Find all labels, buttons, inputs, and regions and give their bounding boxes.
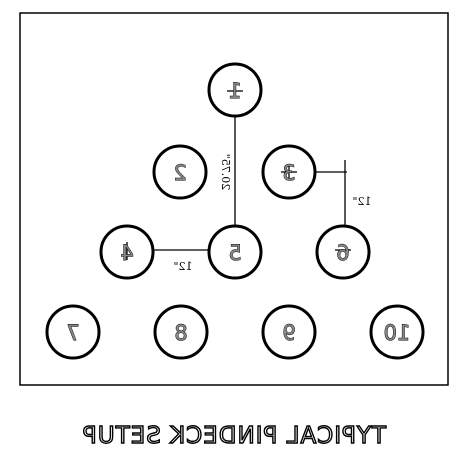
pin-3-number: 3	[282, 161, 295, 185]
pin-2-number: 2	[173, 161, 186, 185]
pin-5-circle	[207, 224, 263, 280]
pin-8-number: 8	[174, 321, 187, 345]
dimension-label-3-to-6: 12"	[352, 195, 371, 208]
dimension-label-1-to-5: 20.75"	[219, 154, 232, 191]
dimension-label-4-to-5: 12"	[173, 260, 192, 273]
pin-2-circle	[152, 144, 208, 200]
pin-6-number: 6	[336, 241, 349, 265]
pin-7-circle	[45, 304, 101, 360]
pin-9-circle	[261, 304, 317, 360]
pin-9-number: 9	[282, 321, 295, 345]
pin-6-circle	[315, 224, 371, 280]
pin-1-number: 1	[228, 79, 241, 103]
pin-5-number: 5	[228, 241, 241, 265]
pin-10-number: 10	[384, 321, 411, 345]
pin-4-number: 4	[120, 241, 133, 265]
pin-1-circle	[207, 62, 263, 118]
pin-7-number: 7	[66, 321, 79, 345]
pin-10-circle	[369, 304, 425, 360]
diagram-frame	[19, 12, 449, 386]
pin-8-circle	[153, 304, 209, 360]
diagram-caption: TYPICAL PINDECK SETUP	[82, 423, 387, 449]
